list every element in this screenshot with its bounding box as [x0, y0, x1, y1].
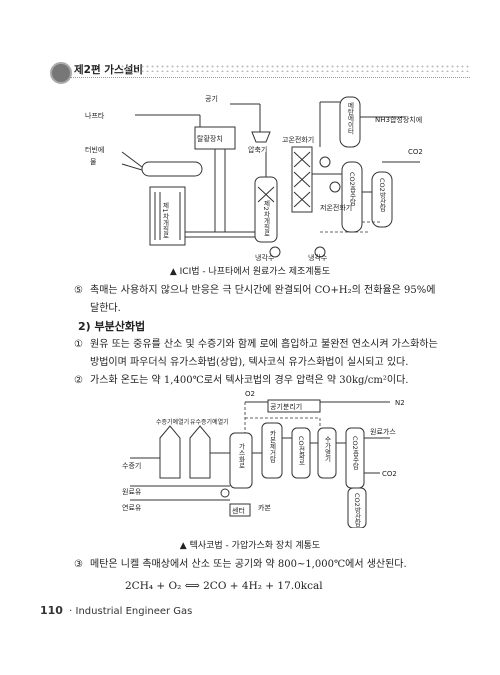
- label-gasifier: 가스화로: [237, 442, 245, 469]
- texaco-process-diagram: O2 공기분리기 N2 수증기예열기 유수증기예열기 수증기 원료유 연료유 센…: [30, 388, 470, 528]
- chapter-icon: [50, 62, 72, 84]
- chemical-formula: 2CH₄ + O₂ ⟺ 2CO + 4H₂ + 17.0kcal: [125, 580, 323, 592]
- label-cooling-water-1: 냉각수: [255, 253, 275, 262]
- label-carbon: 카본: [258, 503, 271, 512]
- footer-text: · Industrial Engineer Gas: [69, 606, 193, 617]
- label-burner-oil: 터빈에: [85, 145, 104, 154]
- label-primary-reformer: 제1차개질로: [161, 202, 169, 239]
- paragraph-5: ⑤ 촉매는 사용하지 않으나 반응은 극 단시간에 완결되어 CO+H₂의 전화…: [74, 282, 440, 318]
- page-header: 제2편 가스설비: [0, 0, 500, 90]
- diagram1-caption: ▲ ICI법 - 나프타에서 원료가스 제조계통도: [169, 267, 331, 277]
- label-nh3-plant: NH3합성장치에: [375, 115, 422, 124]
- paragraph-2-number: ②: [74, 375, 83, 386]
- label-co2: CO2: [382, 470, 397, 478]
- label-co2-absorber: CO2흡수탑: [351, 436, 359, 470]
- label-air: 공기: [205, 94, 218, 103]
- header-rule: [70, 77, 470, 78]
- page-number: 110: [40, 604, 63, 617]
- label-fuel-oil: 연료유: [122, 504, 142, 512]
- label-co2-stripper: CO2방산탑: [378, 178, 386, 212]
- paragraph-5-text: 촉매는 사용하지 않으나 반응은 극 단시간에 완결되어 CO+H₂의 전화율은…: [90, 285, 436, 314]
- label-co2-absorber: CO2흡수탑: [348, 172, 356, 206]
- label-n2: N2: [395, 399, 405, 407]
- diagram2-caption: ▲ 텍사코법 - 가압가스화 장치 계통도: [179, 541, 321, 551]
- paragraph-2: ② 가스화 온도는 약 1,400℃로서 텍사코법의 경우 압력은 약 30kg…: [74, 372, 440, 390]
- paragraph-2-text: 가스화 온도는 약 1,400℃로서 텍사코법의 경우 압력은 약 30kg/c…: [90, 375, 409, 386]
- label-o2: O2: [245, 390, 255, 398]
- label-oil-steam-preheater: 유수증기예열기: [190, 418, 229, 426]
- label-saturator: 수가열기: [323, 436, 331, 464]
- paragraph-1: ① 원유 또는 중유를 산소 및 수증기와 함께 로에 흡입하고 불완전 연소시…: [74, 336, 440, 372]
- ici-process-diagram: 나프타 공기 탈황장치 압축기 터빈에 물 고온전화기 저온전화기 NH3합성장…: [30, 92, 470, 262]
- label-steam-preheater: 수증기예열기: [156, 418, 189, 426]
- label-cooling-water-2: 냉각수: [308, 253, 328, 262]
- paragraph-3-text: 메탄은 니켈 촉매상에서 산소 또는 공기와 약 800~1,000℃에서 생산…: [90, 559, 407, 570]
- paragraph-5-number: ⑤: [74, 285, 83, 296]
- label-co-converter: CO전화로: [297, 436, 305, 465]
- label-raw-gas: 원료가스: [370, 427, 396, 436]
- section-heading: 2) 부분산화법: [78, 320, 146, 333]
- label-co2-stripper: CO2방산탑: [353, 493, 361, 527]
- label-carbon-removal: 카본제거탑: [268, 429, 276, 463]
- label-naphtha: 나프타: [85, 111, 105, 120]
- page-footer: 110 · Industrial Engineer Gas: [40, 604, 192, 617]
- header-dots: [120, 64, 470, 72]
- label-secondary-reformer: 제2차개질로: [262, 200, 270, 237]
- label-separator: 센터: [232, 506, 245, 515]
- label-compressor: 압축기: [248, 145, 267, 154]
- label-steam: 수증기: [122, 461, 141, 470]
- label-desulfurizer: 탈황장치: [197, 134, 223, 143]
- label-co2: CO2: [408, 148, 423, 156]
- paragraph-3-number: ③: [74, 559, 83, 570]
- label-crude-oil: 원료유: [122, 487, 142, 496]
- label-low-temp-converter: 저온전화기: [320, 203, 352, 212]
- label-water: 물: [90, 158, 97, 166]
- paragraph-3: ③ 메탄은 니켈 촉매상에서 산소 또는 공기와 약 800~1,000℃에서 …: [74, 556, 440, 574]
- label-methanator: 메탄에이터: [346, 102, 354, 136]
- paragraph-1-text: 원유 또는 중유를 산소 및 수증기와 함께 로에 흡입하고 불완전 연소시켜 …: [90, 339, 438, 368]
- label-high-temp-converter: 고온전화기: [282, 135, 314, 144]
- label-air-separator: 공기분리기: [270, 402, 302, 411]
- paragraph-1-number: ①: [74, 339, 83, 350]
